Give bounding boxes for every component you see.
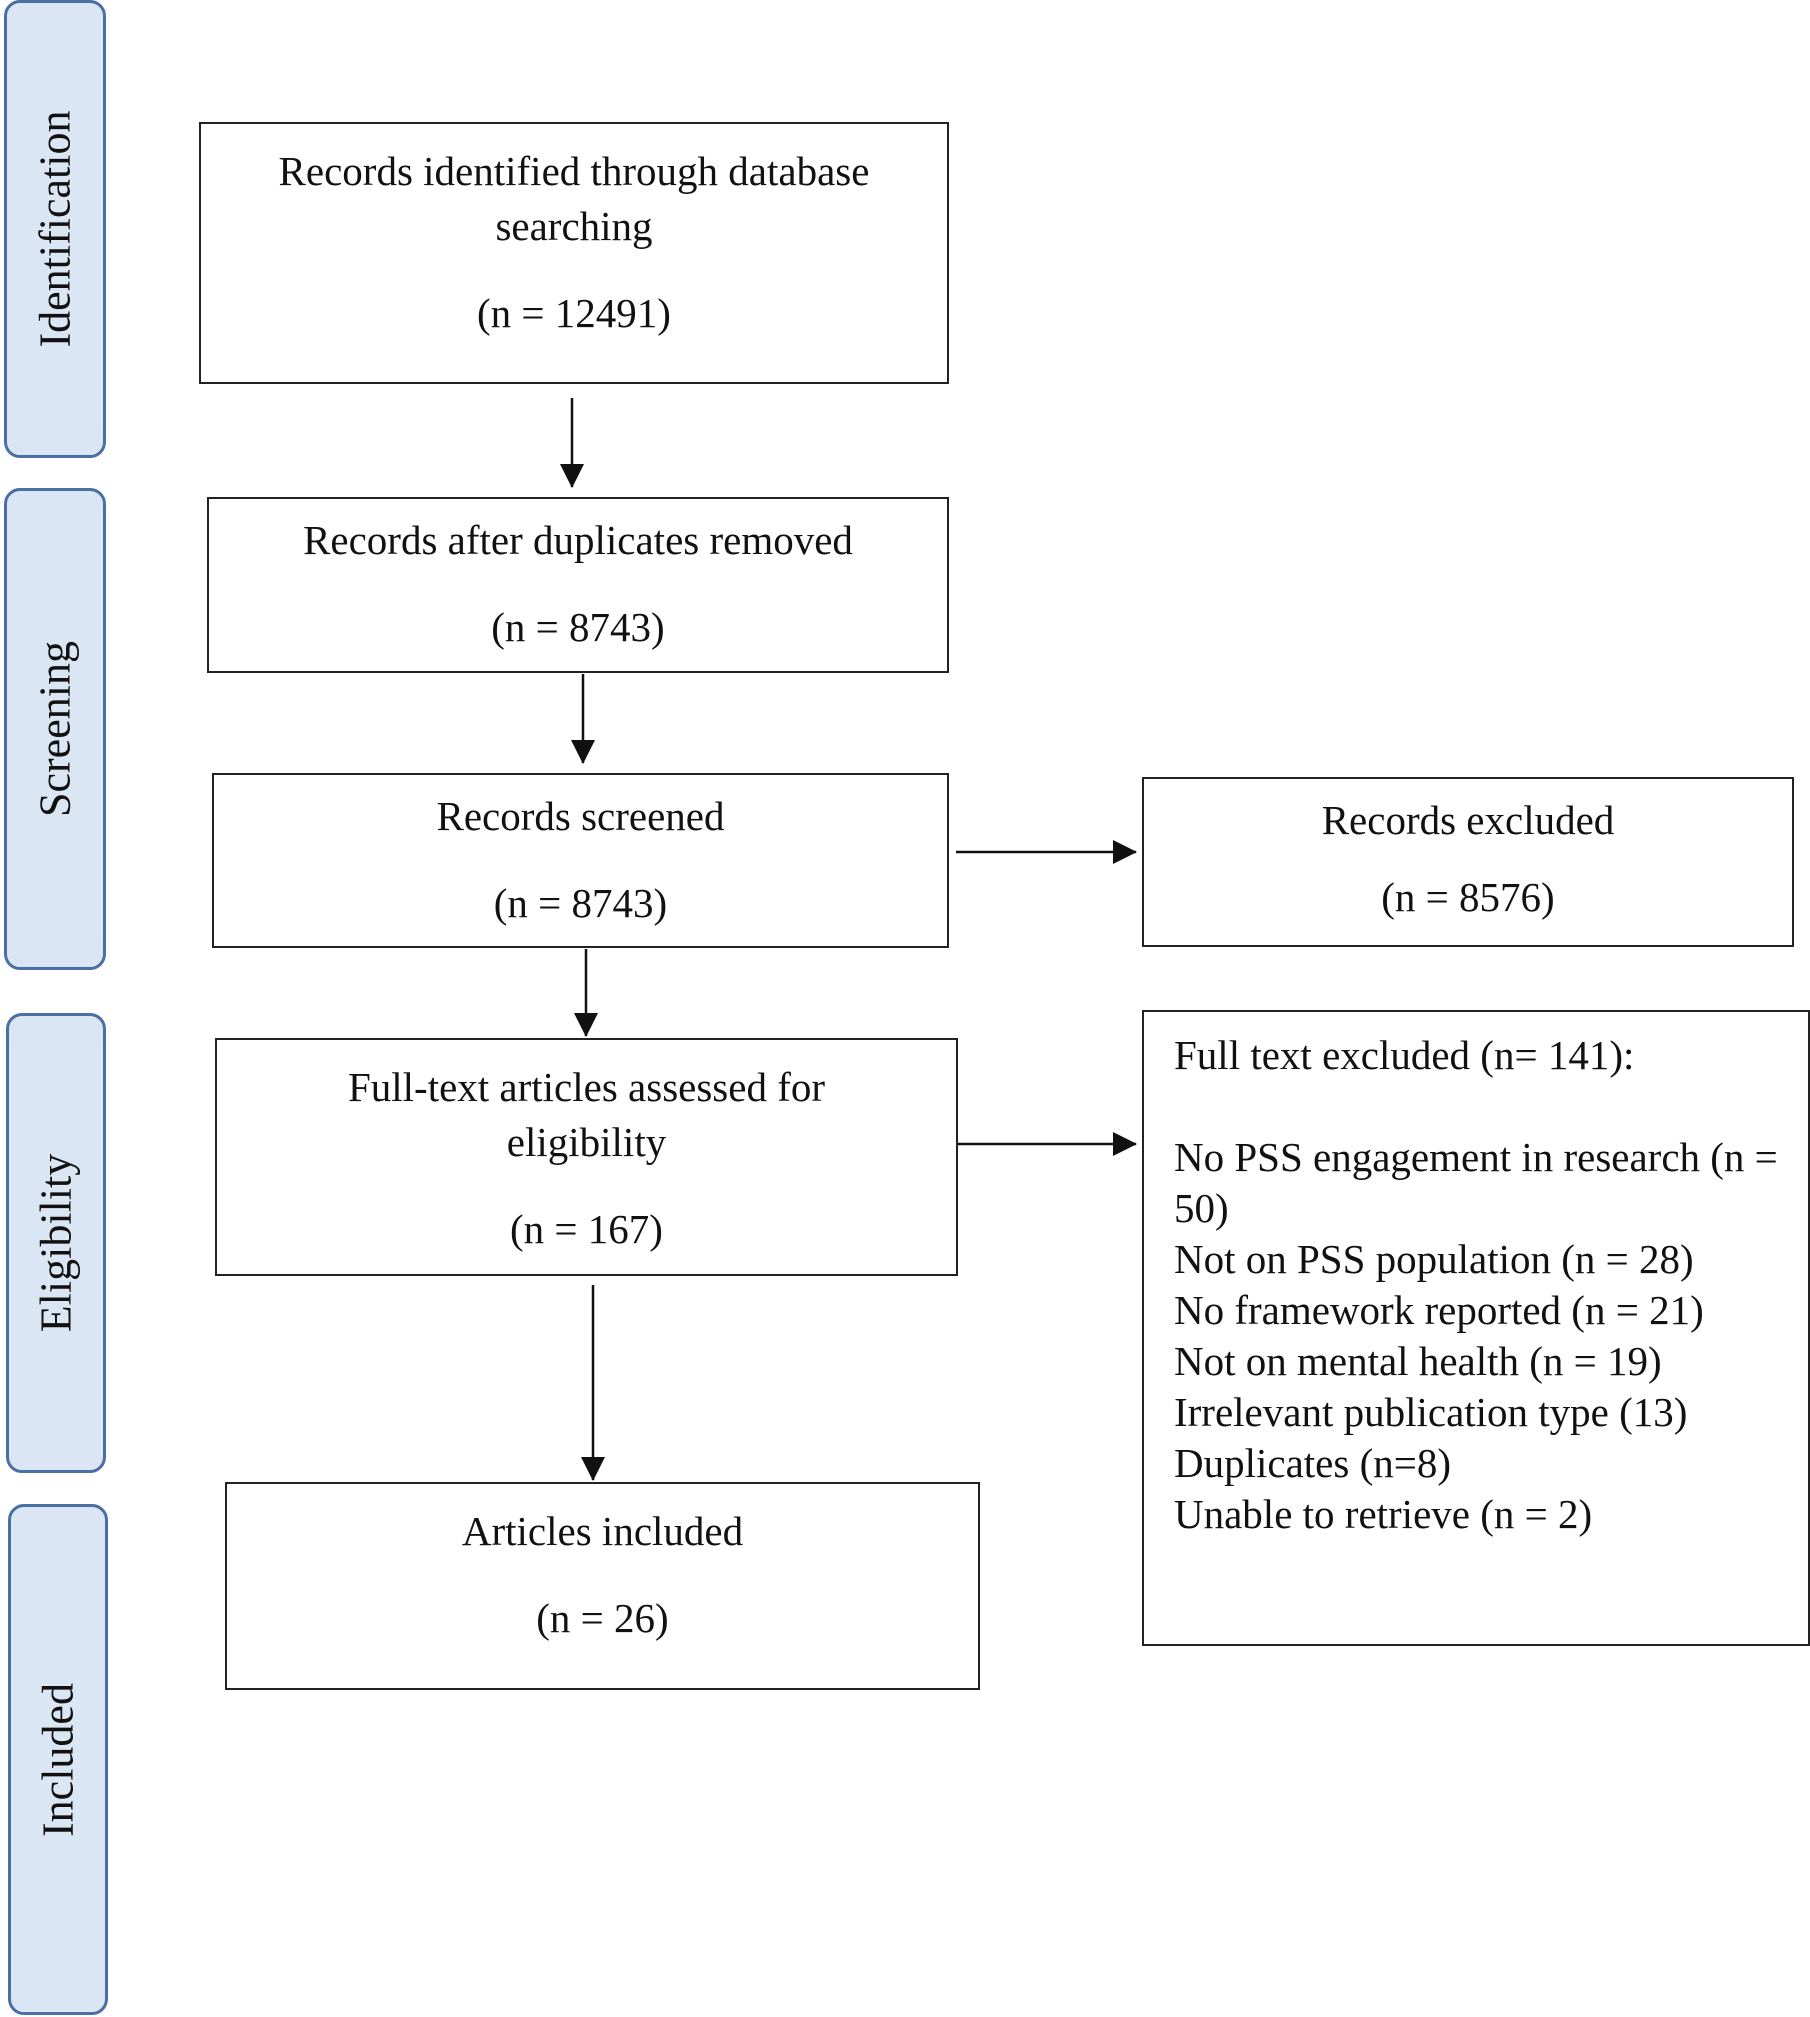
stage-identification: Identification: [4, 0, 106, 458]
deduplicated-count: (n = 8743): [491, 604, 665, 650]
stage-eligibility: Eligibility: [6, 1013, 106, 1473]
stage-screening: Screening: [4, 488, 106, 970]
identified-title: Records identified through database sear…: [278, 148, 870, 249]
exclusion-reason: No PSS engagement in research (n = 50): [1174, 1134, 1778, 1231]
screened-count: (n = 8743): [493, 880, 668, 926]
exclusion-reason: Not on PSS population (n = 28): [1174, 1236, 1694, 1282]
fulltext-title: Full-text articles assessed for eligibil…: [347, 1064, 826, 1165]
exclusion-reason: Not on mental health (n = 19): [1174, 1338, 1662, 1384]
deduplicated-box: Records after duplicates removed (n = 87…: [207, 497, 949, 673]
fulltext-excluded-box: Full text excluded (n= 141): No PSS enga…: [1142, 1010, 1810, 1646]
exclusion-reason: Duplicates (n=8): [1174, 1440, 1452, 1486]
screened-title: Records screened: [436, 793, 725, 839]
exclusion-reason: No framework reported (n = 21): [1174, 1287, 1704, 1333]
fulltext-count: (n = 167): [510, 1206, 663, 1252]
fulltext-excluded-heading: Full text excluded (n= 141):: [1174, 1032, 1635, 1078]
excluded-count: (n = 8576): [1381, 874, 1555, 920]
screened-box: Records screened (n = 8743): [212, 773, 949, 948]
fulltext-box: Full-text articles assessed for eligibil…: [215, 1038, 958, 1276]
excluded-box: Records excluded (n = 8576): [1142, 777, 1794, 947]
identified-box: Records identified through database sear…: [199, 122, 949, 384]
identified-count: (n = 12491): [477, 290, 671, 336]
stage-included: Included: [8, 1504, 108, 2015]
exclusion-reason: Irrelevant publication type (13): [1174, 1389, 1688, 1435]
deduplicated-title: Records after duplicates removed: [303, 517, 853, 563]
included-count: (n = 26): [536, 1595, 669, 1641]
included-box: Articles included (n = 26): [225, 1482, 980, 1690]
exclusion-reason: Unable to retrieve (n = 2): [1174, 1491, 1593, 1537]
included-title: Articles included: [461, 1508, 744, 1554]
excluded-title: Records excluded: [1321, 797, 1615, 843]
